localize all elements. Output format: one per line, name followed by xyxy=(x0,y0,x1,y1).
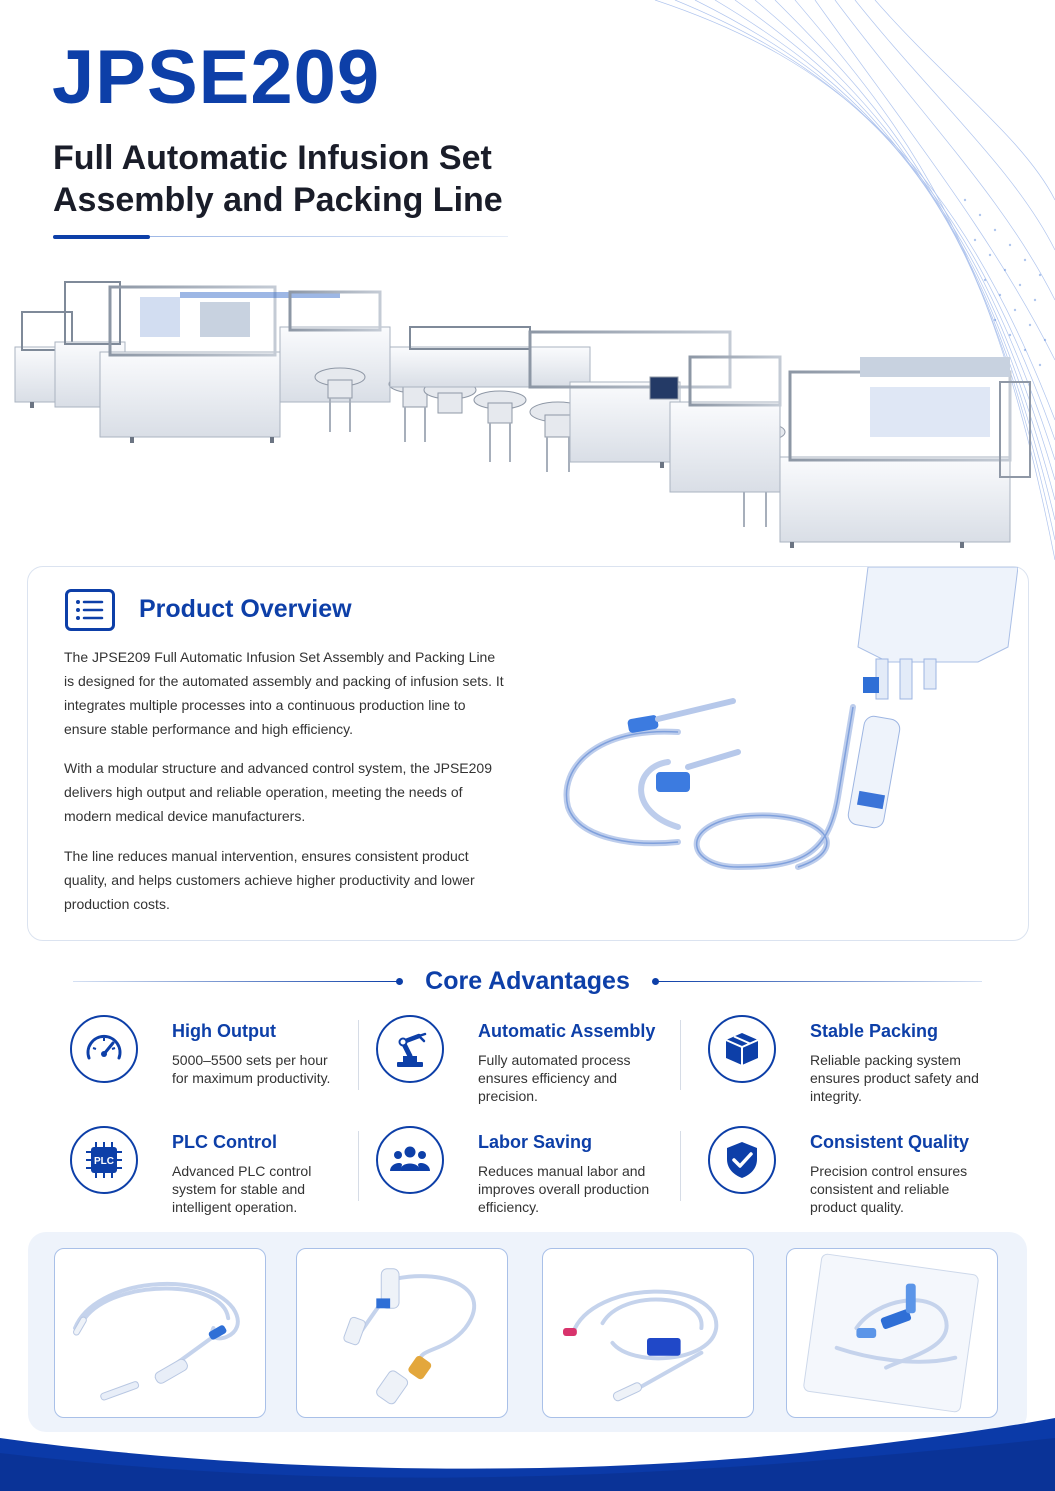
speedometer-icon xyxy=(86,1035,122,1060)
advantage-high-output: High Output 5000–5500 sets per hour for … xyxy=(70,1015,370,1115)
shield-check-icon xyxy=(727,1142,757,1178)
product-image-3 xyxy=(542,1248,754,1418)
plc-label: PLC xyxy=(94,1156,114,1167)
decorative-wave-lines xyxy=(654,0,1055,560)
box-icon xyxy=(725,1033,759,1065)
robot-arm-icon xyxy=(397,1032,427,1067)
product-image-1 xyxy=(54,1248,266,1418)
overview-paragraph-2: With a modular structure and advanced co… xyxy=(64,760,492,824)
plc-chip-icon: PLC xyxy=(86,1142,122,1178)
advantage-labor-saving: Labor Saving Reduces manual labor and im… xyxy=(376,1126,676,1226)
decorative-dot-pattern xyxy=(963,198,1047,367)
advantage-stable-packing: Stable Packing Reliable packing system e… xyxy=(708,1015,1008,1115)
title-underline xyxy=(53,235,508,239)
production-line-image xyxy=(14,281,1031,548)
model-number: JPSE209 xyxy=(52,35,381,120)
core-advantages-title: Core Advantages xyxy=(425,967,630,995)
people-icon xyxy=(390,1146,430,1171)
advantage-consistent-quality: Consistent Quality Precision control ens… xyxy=(708,1126,1008,1226)
product-overview-card: Product Overview The JPSE209 Full Automa… xyxy=(27,566,1029,941)
product-images-strip xyxy=(28,1232,1027,1432)
overview-title: Product Overview xyxy=(139,595,352,623)
subtitle-line-2: Assembly and Packing Line xyxy=(53,181,503,219)
advantage-plc-control: PLC PLC Control Advanced PLC control sys… xyxy=(70,1126,370,1226)
overview-paragraph-1: The JPSE209 Full Automatic Infusion Set … xyxy=(64,649,504,737)
list-document-icon xyxy=(65,589,115,631)
advantage-automatic-assembly: Automatic Assembly Fully automated proce… xyxy=(376,1015,676,1115)
overview-paragraph-3: The line reduces manual intervention, en… xyxy=(64,848,475,912)
product-image-4 xyxy=(786,1248,998,1418)
product-image-2 xyxy=(296,1248,508,1418)
subtitle-line-1: Full Automatic Infusion Set xyxy=(53,139,492,177)
infusion-set-illustration xyxy=(563,567,1018,871)
footer-wave xyxy=(0,1418,1055,1491)
core-advantages-heading: Core Advantages xyxy=(0,966,1055,998)
page-subtitle: Full Automatic Infusion Set Assembly and… xyxy=(53,137,573,221)
